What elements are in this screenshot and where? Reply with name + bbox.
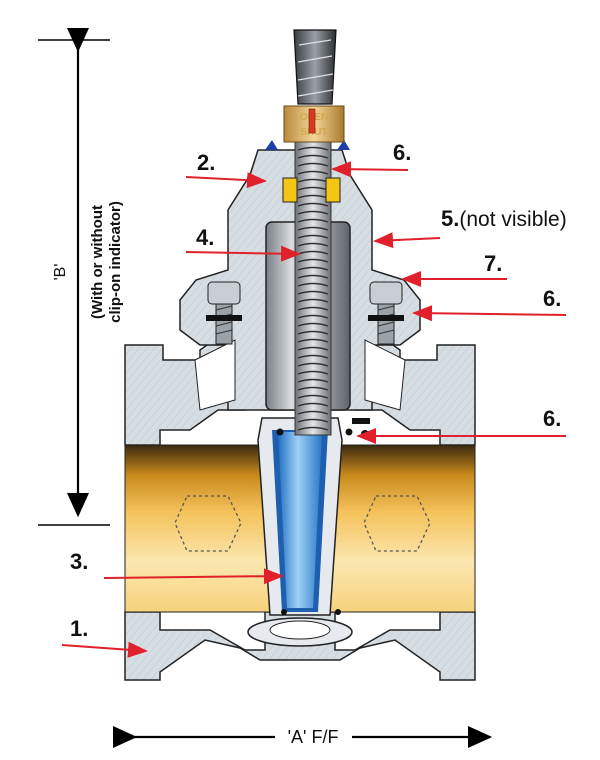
callout-6-wedge: 6. (543, 406, 561, 431)
arrow-bonnet (185, 172, 267, 189)
stem-thread (297, 370, 329, 375)
arrow-body (61, 641, 148, 658)
dimension-a-label: 'A' F/F (288, 727, 339, 747)
stem-thread (297, 338, 329, 343)
dimension-b: 'B' (With or without clip-on indicator) (38, 28, 124, 526)
stem-thread (297, 178, 329, 183)
stem-thread (297, 170, 329, 175)
wedge-gate (247, 417, 353, 647)
gland-seal-left (282, 177, 298, 203)
stem-thread (297, 218, 329, 223)
callout-5-note: (not visible) (459, 208, 566, 231)
callout-6-top: 6. (393, 140, 411, 165)
callout-arrows (61, 161, 567, 658)
stem-thread (297, 210, 329, 215)
stem-thread (297, 202, 329, 207)
callout-5-number: 5. (441, 206, 459, 231)
stem-thread (297, 266, 329, 271)
dimension-b-note-2: clip-on indicator) (107, 201, 124, 323)
stem-thread (297, 298, 329, 303)
stem-thread (297, 346, 329, 351)
gland-seal-right (325, 177, 341, 203)
callout-1: 1. (70, 616, 88, 641)
stem-thread (297, 402, 329, 407)
stem-thread (297, 186, 329, 191)
stem-thread (297, 290, 329, 295)
pipe-bore (124, 444, 476, 613)
o-ring-bottom-left (281, 609, 287, 615)
cap-indicator: OPEN SHUT (283, 105, 345, 143)
stem-thread (297, 394, 329, 399)
stem-thread (297, 322, 329, 327)
stem-thread (297, 314, 329, 319)
arrow-seal-bolt (412, 305, 567, 322)
stem-thread (297, 362, 329, 367)
callout-4: 4. (196, 225, 214, 250)
stem-thread (297, 234, 329, 239)
seal-blue-left (265, 140, 278, 150)
bolt-right (368, 281, 404, 345)
callout-7: 7. (484, 251, 502, 276)
stem-thread (297, 154, 329, 159)
arrow-stem (185, 245, 301, 262)
o-ring-wedge-left (276, 428, 284, 436)
arrow-wedge (103, 568, 284, 585)
stem-thread (297, 306, 329, 311)
arrow-seal-top (331, 161, 409, 178)
bolt-left (206, 281, 242, 345)
stem-thread (297, 162, 329, 167)
stem-thread (297, 426, 329, 431)
callout-3: 3. (70, 549, 88, 574)
stem-thread (297, 378, 329, 383)
callout-5: 5.(not visible) (441, 206, 567, 231)
stem-thread (297, 226, 329, 231)
o-ring-wedge-right (345, 428, 353, 436)
stem-thread (297, 410, 329, 415)
stem-thread (297, 418, 329, 423)
callout-2: 2. (197, 150, 215, 175)
dimension-b-label: 'B' (52, 264, 69, 281)
stem-thread (297, 242, 329, 247)
stem-thread (297, 354, 329, 359)
stem-thread (297, 330, 329, 335)
seal-blue-right (337, 140, 350, 150)
o-ring-cylinder-top (352, 418, 370, 424)
stem (294, 139, 332, 436)
stem-thread (297, 282, 329, 287)
arrow-thrust (373, 232, 441, 249)
o-ring-bottom-right (335, 609, 341, 615)
spindle-key (293, 29, 337, 105)
dimension-b-note-1: (With or without (89, 205, 106, 319)
stem-thread (297, 146, 329, 151)
stem-thread (297, 194, 329, 199)
stem-thread (297, 274, 329, 279)
dimension-a: 'A' F/F (113, 726, 493, 748)
callout-6-bolt: 6. (543, 286, 561, 311)
stem-thread (297, 386, 329, 391)
